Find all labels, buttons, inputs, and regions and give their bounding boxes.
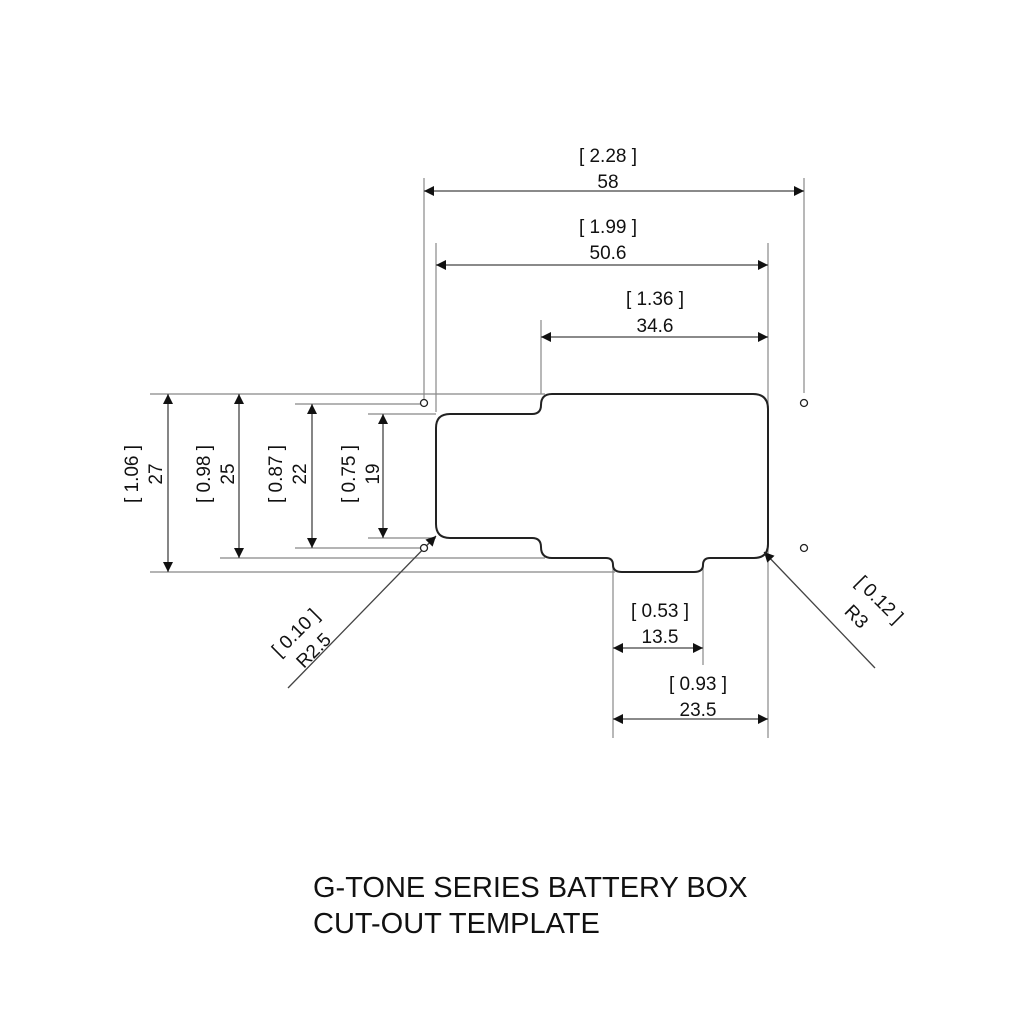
dim-height-19-inch: [ 0.75 ]: [339, 445, 360, 503]
cutout-outline: [435, 393, 769, 573]
hole-icon: [419, 543, 429, 553]
hole-icon: [799, 398, 809, 408]
dim-width-50-mm: 50.6: [590, 243, 627, 264]
dim-width-34-inch: [ 1.36 ]: [626, 289, 684, 310]
dim-offset-mm: 23.5: [680, 700, 717, 721]
dim-width-58-mm: 58: [597, 172, 618, 193]
dim-height-22-inch: [ 0.87 ]: [266, 445, 287, 503]
extension-lines: [150, 178, 805, 738]
dim-tab-mm: 13.5: [642, 627, 679, 648]
dimension-lines: [163, 186, 876, 724]
radius-large-mm: R3: [840, 601, 872, 633]
dim-height-25-mm: 25: [218, 463, 239, 484]
hole-icon: [419, 398, 429, 408]
mounting-holes: [419, 398, 809, 553]
dim-width-50-inch: [ 1.99 ]: [579, 217, 637, 238]
dim-height-25-inch: [ 0.98 ]: [194, 445, 215, 503]
dim-width-58-inch: [ 2.28 ]: [579, 146, 637, 167]
dim-height-22-mm: 22: [290, 463, 311, 484]
dim-height-19-mm: 19: [363, 463, 384, 484]
dim-height-27-mm: 27: [146, 463, 167, 484]
dim-offset-inch: [ 0.93 ]: [669, 674, 727, 695]
title-line-1: G-TONE SERIES BATTERY BOX: [313, 872, 748, 904]
dim-height-27-inch: [ 1.06 ]: [122, 445, 143, 503]
title-line-2: CUT-OUT TEMPLATE: [313, 908, 600, 940]
dim-width-34-mm: 34.6: [637, 316, 674, 337]
hole-icon: [799, 543, 809, 553]
dim-tab-inch: [ 0.53 ]: [631, 601, 689, 622]
